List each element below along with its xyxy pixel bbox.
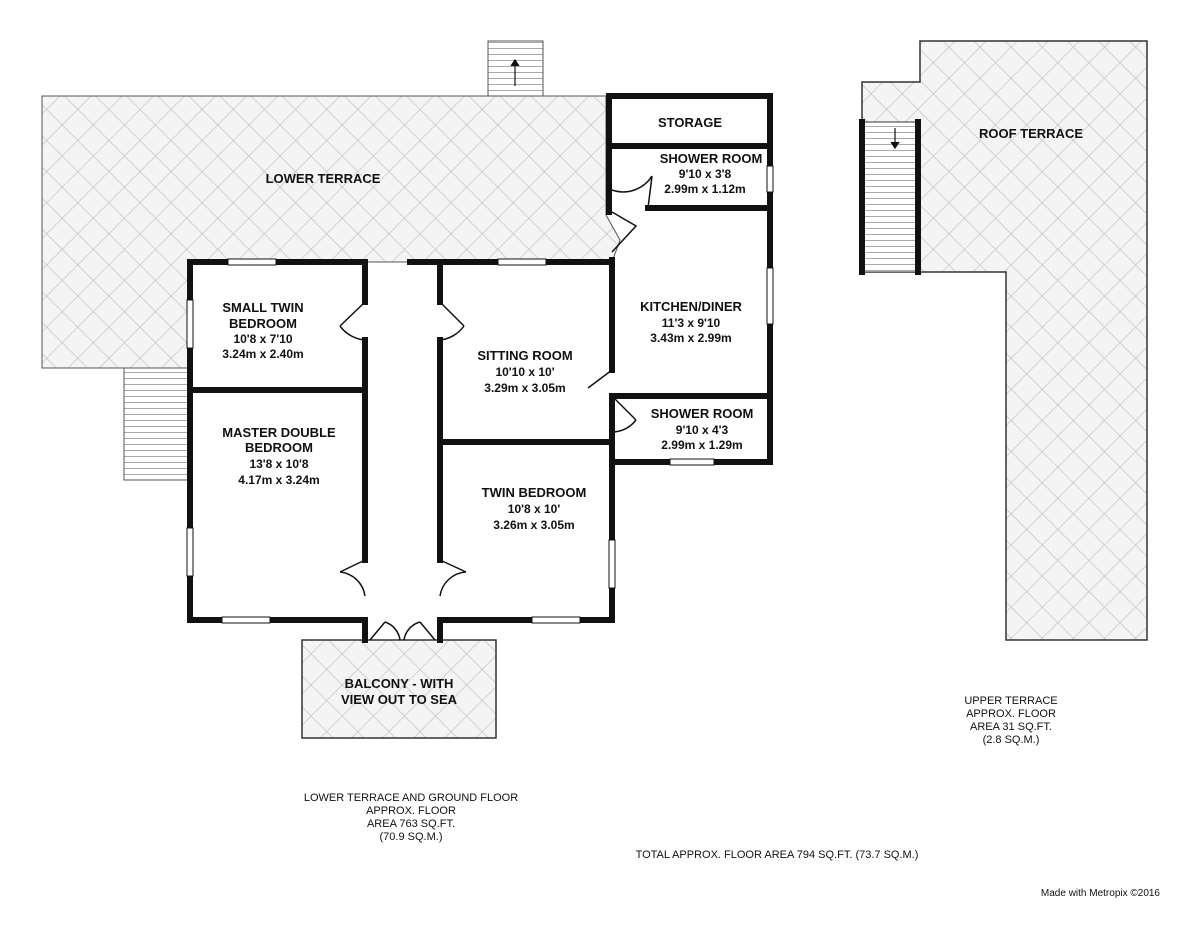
- window: [608, 539, 616, 589]
- up-arrow-icon: [510, 58, 520, 86]
- storage-label: STORAGE: [658, 115, 722, 130]
- window: [186, 299, 194, 349]
- balcony-label-2: VIEW OUT TO SEA: [341, 692, 458, 707]
- roof-terrace-area: [861, 40, 1148, 641]
- metropix-credit: Made with Metropix ©2016: [1041, 888, 1161, 899]
- shower-room-1-imperial: 9'10 x 3'8: [679, 167, 732, 181]
- window: [497, 258, 547, 266]
- lower-terrace-stair-area: [123, 367, 191, 481]
- terrace-areas: [41, 40, 1148, 739]
- upper-summary-line-2: APPROX. FLOOR: [966, 708, 1056, 720]
- small-twin-metric: 3.24m x 2.40m: [222, 347, 303, 361]
- sitting-room-imperial: 10'10 x 10': [495, 365, 554, 379]
- master-imperial: 13'8 x 10'8: [249, 457, 308, 471]
- small-twin-label-1: SMALL TWIN: [222, 300, 303, 315]
- upper-summary-line-3: AREA 31 SQ.FT.: [970, 721, 1052, 733]
- twin-bedroom-imperial: 10'8 x 10': [508, 502, 561, 516]
- sitting-room-label: SITTING ROOM: [477, 348, 572, 363]
- window: [221, 616, 271, 624]
- total-summary: TOTAL APPROX. FLOOR AREA 794 SQ.FT. (73.…: [636, 849, 919, 861]
- sitting-room-metric: 3.29m x 3.05m: [484, 381, 565, 395]
- kitchen-diner-label: KITCHEN/DINER: [640, 299, 742, 314]
- window: [186, 527, 194, 577]
- shower-room-2-label: SHOWER ROOM: [651, 406, 754, 421]
- window: [766, 165, 774, 193]
- balcony-area: [301, 639, 497, 739]
- kitchen-diner-imperial: 11'3 x 9'10: [662, 316, 721, 330]
- down-arrow-icon: [890, 128, 900, 150]
- balcony-label-1: BALCONY - WITH: [345, 676, 454, 691]
- twin-bedroom-metric: 3.26m x 3.05m: [493, 518, 574, 532]
- shower-room-1-label: SHOWER ROOM: [660, 151, 763, 166]
- window: [669, 458, 715, 466]
- room-labels: LOWER TERRACE STORAGE SHOWER ROOM 9'10 x…: [222, 115, 1083, 707]
- lower-terrace-label: LOWER TERRACE: [266, 171, 381, 186]
- roof-stair: [861, 121, 919, 273]
- master-label-1: MASTER DOUBLE: [222, 425, 336, 440]
- window: [766, 267, 774, 325]
- ground-summary-line-4: (70.9 SQ.M.): [380, 831, 443, 843]
- ground-summary-line-3: AREA 763 SQ.FT.: [367, 818, 455, 830]
- shower-room-1-metric: 2.99m x 1.12m: [664, 182, 745, 196]
- upper-summary-line-1: UPPER TERRACE: [964, 695, 1057, 707]
- master-label-2: BEDROOM: [245, 440, 313, 455]
- window: [531, 616, 581, 624]
- shower-room-2-imperial: 9'10 x 4'3: [676, 423, 729, 437]
- kitchen-diner-metric: 3.43m x 2.99m: [650, 331, 731, 345]
- small-twin-imperial: 10'8 x 7'10: [233, 332, 292, 346]
- stair-arrows: [510, 58, 900, 150]
- upper-summary-line-4: (2.8 SQ.M.): [983, 734, 1040, 746]
- master-metric: 4.17m x 3.24m: [238, 473, 319, 487]
- ground-summary-line-1: LOWER TERRACE AND GROUND FLOOR: [304, 792, 518, 804]
- small-twin-label-2: BEDROOM: [229, 316, 297, 331]
- roof-terrace-label: ROOF TERRACE: [979, 126, 1083, 141]
- walls: [187, 93, 921, 643]
- twin-bedroom-label: TWIN BEDROOM: [482, 485, 587, 500]
- doors: [339, 175, 653, 641]
- area-summaries: UPPER TERRACE APPROX. FLOOR AREA 31 SQ.F…: [304, 695, 1058, 861]
- window: [227, 258, 277, 266]
- windows: [186, 165, 774, 624]
- shower-room-2-metric: 2.99m x 1.29m: [661, 438, 742, 452]
- ground-summary-line-2: APPROX. FLOOR: [366, 805, 456, 817]
